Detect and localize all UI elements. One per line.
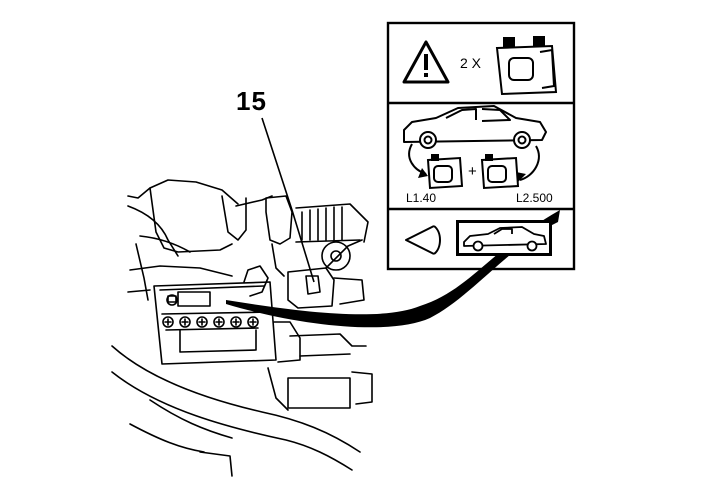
- view-direction-icon: [405, 225, 441, 255]
- label-l1: L1.40: [406, 191, 436, 205]
- multiplier-text: 2 X: [460, 55, 482, 71]
- vehicle-panel: + L1.40 L2.500: [403, 105, 553, 205]
- view-panel: [405, 220, 552, 256]
- sedan-car-icon: [403, 105, 547, 149]
- battery-icon: [426, 154, 464, 190]
- callout-number: 15: [236, 86, 267, 116]
- battery-icon: [480, 154, 520, 190]
- warning-panel: 2 X: [402, 36, 558, 96]
- callout-leader-line: [261, 117, 315, 283]
- battery-icon: [495, 36, 558, 96]
- engine-bay: [111, 179, 373, 477]
- sedan-car-icon: [456, 220, 552, 256]
- label-l2: L2.500: [516, 191, 553, 205]
- pointer-swoosh: [226, 210, 560, 328]
- plus-sign: +: [468, 163, 477, 180]
- warning-triangle-icon: [402, 40, 450, 84]
